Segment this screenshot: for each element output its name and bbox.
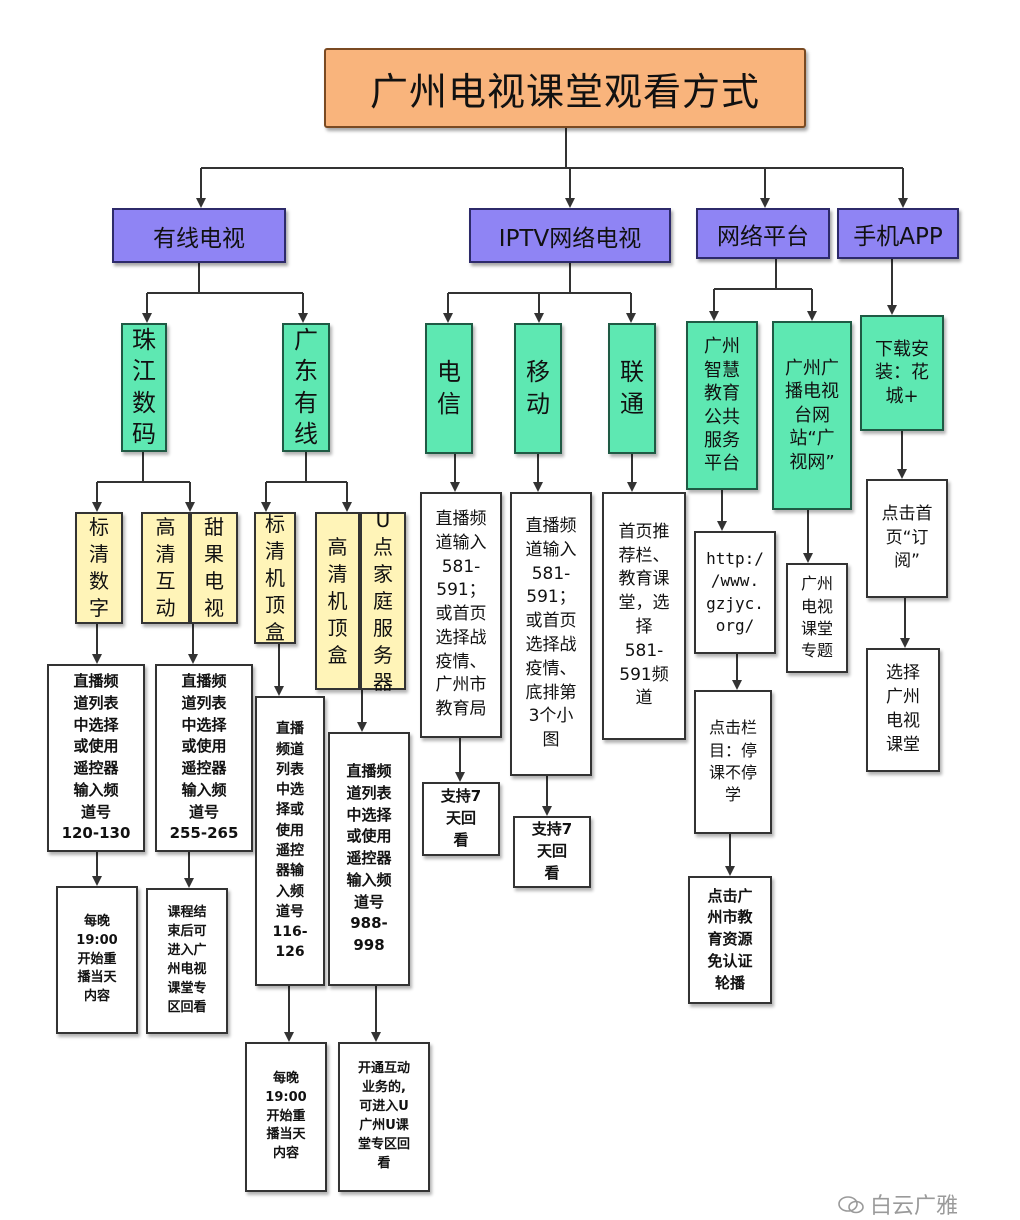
category-cable-tv: 有线电视 <box>112 208 286 263</box>
step-hd-channel-select: 直播频 道列表 中选择 或使用 遥控器 输入频 道号 255-265 <box>155 664 253 852</box>
device-sd-set-top-box: 标 清 机 顶 盒 <box>254 512 296 644</box>
watermark-text: 白云广雅 <box>870 1194 959 1219</box>
category-iptv: IPTV网络电视 <box>469 208 671 263</box>
provider-zhujiang-digital: 珠 江 数 码 <box>121 323 167 452</box>
result-u-class-replay: 开通互动 业务的, 可进入U 广州U课 堂专区回 看 <box>338 1042 430 1192</box>
step-gztv-topic: 广州 电视 课堂 专题 <box>786 563 848 673</box>
provider-telecom: 电 信 <box>425 323 473 454</box>
step-mobile-channel-input: 直播频 道输入 581- 591； 或首页 选择战 疫情、 底排第 3个小 图 <box>510 492 592 776</box>
step-sd-channel-select: 直播频 道列表 中选择 或使用 遥控器 输入频 道号 120-130 <box>47 664 145 852</box>
provider-guangdong-cable: 广 东 有 线 <box>282 323 330 452</box>
result-course-replay-zone: 课程结 束后可 进入广 州电视 课堂专 区回看 <box>146 888 228 1034</box>
wechat-icon <box>838 1195 864 1214</box>
device-hd-set-top-box: 高 清 机 顶 盒 <box>315 512 360 690</box>
category-mobile-app: 手机APP <box>837 208 959 259</box>
device-apple-tv: 甜 果 电 视 <box>190 512 238 624</box>
step-hd-box-channel-select: 直播频 道列表 中选择 或使用 遥控器 输入频 道号 988- 998 <box>328 732 410 986</box>
provider-mobile: 移 动 <box>514 323 562 454</box>
app-download-huacheng: 下载安 装：花 城+ <box>860 315 944 431</box>
app-choose-gztv-class: 选择 广州 电视 课堂 <box>866 648 940 772</box>
step-unicom-home-recommend: 首页推 荐栏、 教育课 堂，选 择 581- 591频 道 <box>602 492 686 740</box>
step-click-auth-free-rotation: 点击广 州市教 育资源 免认证 轮播 <box>688 876 772 1004</box>
device-sd-digital: 标 清 数 字 <box>75 512 123 624</box>
provider-unicom: 联 通 <box>608 323 656 454</box>
result-mobile-7day-replay: 支持7 天回 看 <box>513 816 591 888</box>
device-u-home-server: U 点 家 庭 服 务 器 <box>360 508 406 694</box>
device-hd-interactive: 高 清 互 动 <box>141 512 190 624</box>
app-click-subscribe: 点击首 页“订 阅” <box>866 479 948 598</box>
diagram-title: 广州电视课堂观看方式 <box>324 48 806 128</box>
platform-smart-education: 广州 智慧 教育 公共 服务 平台 <box>686 321 758 490</box>
result-telecom-7day-replay: 支持7 天回 看 <box>422 782 500 856</box>
result-gd-nightly-replay: 每晚 19:00 开始重 播当天 内容 <box>245 1042 327 1192</box>
step-click-column: 点击栏 目：停 课不停 学 <box>694 690 772 834</box>
step-website-url: http:/ /www. gzjyc. org/ <box>694 531 776 654</box>
result-nightly-replay: 每晚 19:00 开始重 播当天 内容 <box>56 886 138 1034</box>
step-sd-box-channel-select: 直播 频道 列表 中选 择或 使用 遥控 器输 入频 道号 116- 126 <box>255 696 325 986</box>
step-telecom-channel-input: 直播频 道输入 581- 591； 或首页 选择战 疫情、 广州市 教育局 <box>420 492 502 738</box>
platform-gztv-website: 广州广 播电视 台网 站“广 视网” <box>772 321 852 510</box>
watermark: 白云广雅 <box>838 1188 958 1220</box>
category-web-platform: 网络平台 <box>696 208 830 259</box>
